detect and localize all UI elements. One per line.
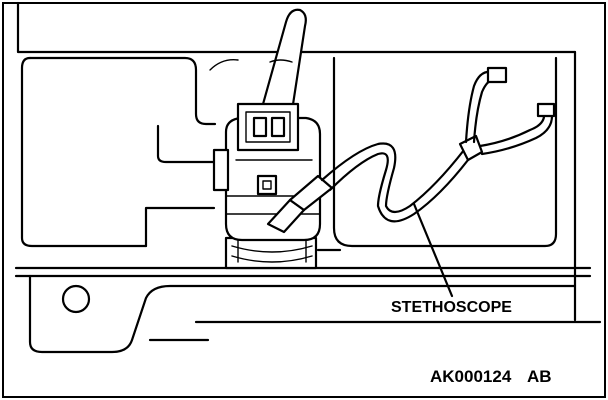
stethoscope [266, 66, 556, 234]
injector-assembly [212, 102, 322, 270]
engine-background [14, 1, 602, 354]
figure-id: AK000124 [430, 367, 512, 386]
callout-leader-line [412, 202, 454, 298]
wiring-harness [256, 8, 307, 126]
stethoscope-label: STETHOSCOPE [391, 299, 512, 316]
figure-id-suffix: AB [527, 367, 552, 386]
